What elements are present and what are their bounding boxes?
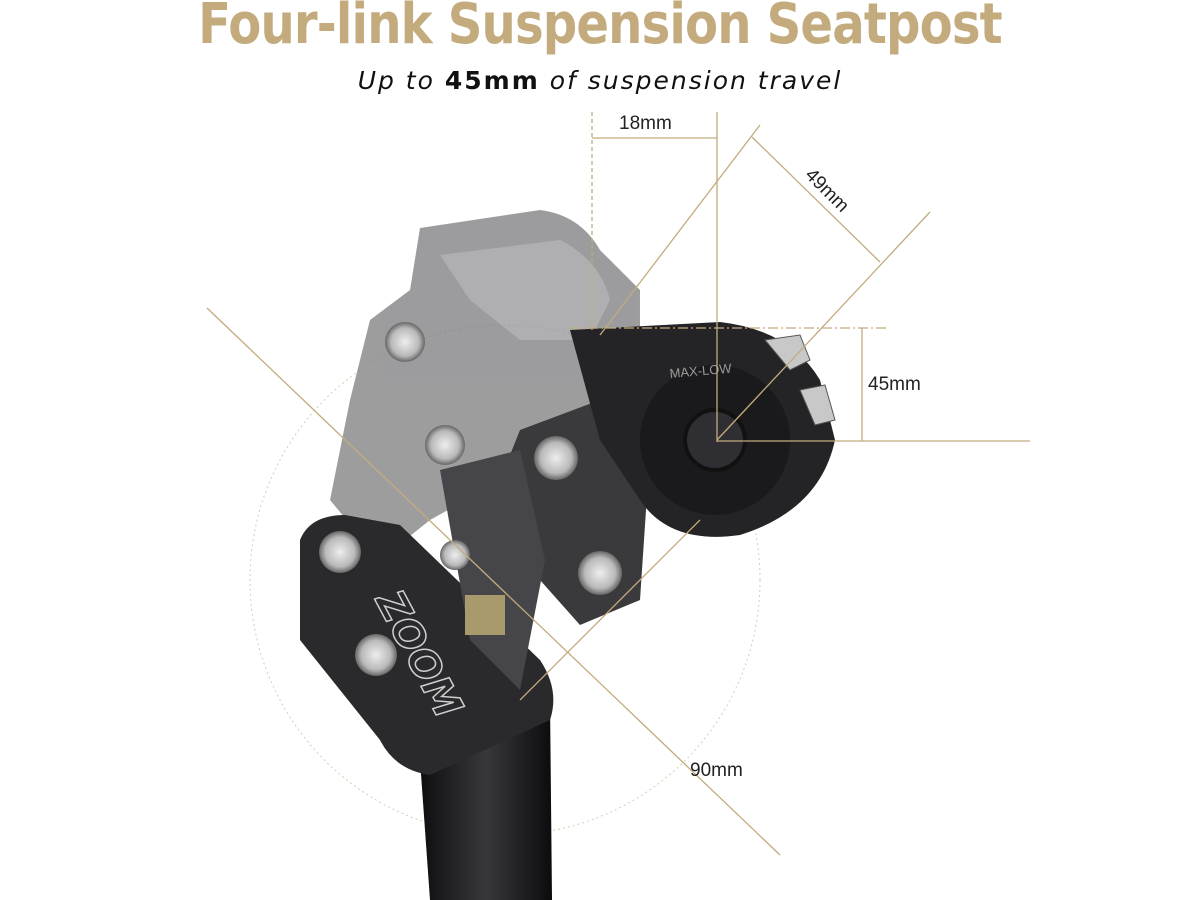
subtitle: Up to 45mm of suspension travel [0,66,1200,95]
dimension-lines [206,112,1030,856]
page-title: Four-link Suspension Seatpost [198,0,1003,57]
subtitle-highlight: 45mm [444,66,540,95]
dimension-90mm: 90mm [690,760,743,781]
subtitle-prefix: Up to [357,66,445,95]
pivot-bolts [319,322,622,676]
front-link [440,450,545,690]
rail-clamp-tab [764,334,836,426]
dimension-45mm: 45mm [868,374,921,395]
subtitle-suffix: of suspension travel [539,66,843,95]
dimension-18mm: 18mm [619,113,672,134]
seatpost-head [300,515,554,775]
ghost-saddle-clamp [330,210,640,560]
